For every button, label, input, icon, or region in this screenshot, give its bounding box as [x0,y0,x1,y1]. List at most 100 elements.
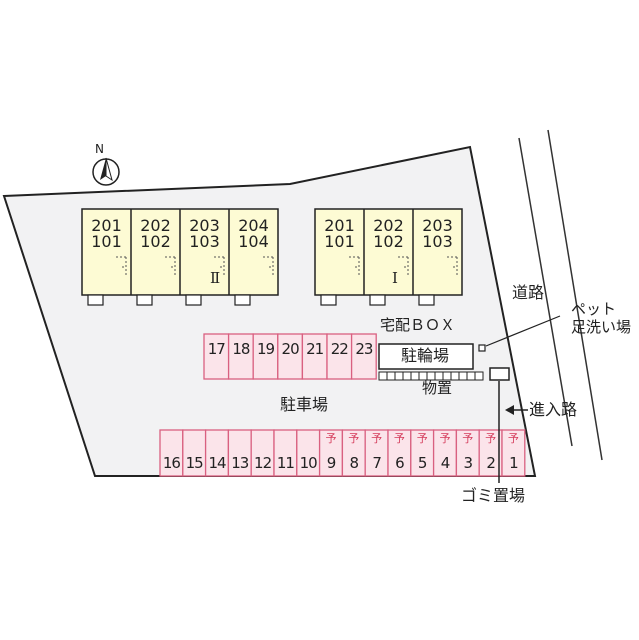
reserved-mark: 予 [439,432,451,445]
storage-unit [450,371,460,381]
unit-step [369,294,386,306]
unit-number-lower: 103 [422,232,453,251]
reserved-mark: 予 [325,432,337,445]
parking-space-number: 9 [326,454,337,472]
unit-number-lower: 101 [324,232,355,251]
unit-number-lower: 102 [140,232,171,251]
parking-space-number: 2 [486,454,496,472]
parking-space-number: 21 [306,340,324,358]
entrance-label: 進入路 [529,400,578,419]
unit-step [320,294,337,306]
delivery-box-label: 宅配ＢＯＸ [380,316,456,334]
parking-space-number: 14 [208,454,226,472]
storage-unit [458,371,468,381]
unit-number-upper: 204 [238,216,269,235]
unit-stair [398,256,409,277]
building-number: Ⅱ [210,269,221,287]
unit-step [136,294,153,306]
bicycle-parking-area [378,343,474,370]
parking-space-number: 23 [355,340,373,358]
parking-space-number: 4 [440,454,451,472]
site-lot [2,145,537,477]
storage-unit [402,371,412,381]
parking-space [326,333,353,380]
unit-number-lower: 104 [238,232,269,251]
unit-stair [116,256,127,277]
reserved-mark: 予 [371,432,383,445]
parking-space-number: 8 [349,454,360,472]
unit-stair [349,256,360,277]
unit-number-upper: 202 [373,216,404,235]
building-number: Ⅰ [392,269,398,287]
entrance-arrowhead [505,405,514,415]
parking-space [350,333,377,380]
road-line [518,137,573,447]
pet-wash-label-line1: ペット [571,300,617,318]
unit-number-upper: 201 [324,216,355,235]
reserved-mark: 予 [348,432,360,445]
unit-stair [447,256,458,277]
road-line [547,129,603,461]
parking-space-number: 20 [281,340,300,358]
parking-space-number: 22 [330,340,349,358]
parking-space-number: 6 [395,454,405,472]
unit-stair [214,256,225,277]
road-label: 道路 [512,283,545,302]
parking-space [501,429,526,477]
unit-step [87,294,104,306]
parking-label: 駐車場 [280,395,329,414]
unit-number-lower: 102 [373,232,404,251]
unit-number-lower: 103 [189,232,220,251]
reserved-mark: 予 [507,432,519,445]
garbage-area [489,367,510,381]
parking-space-number: 5 [417,454,428,472]
parking-space-number: 1 [509,454,519,472]
reserved-mark: 予 [485,432,497,445]
pet-wash-leader [485,315,561,347]
parking-space [252,333,279,380]
parking-space-number: 19 [256,340,275,358]
parking-space-number: 13 [231,454,249,472]
unit-stair [263,256,274,277]
parking-space-number: 11 [276,454,295,472]
unit-number-upper: 201 [91,216,122,235]
parking-space-number: 7 [372,454,382,472]
compass-label: N [95,142,104,156]
storage-unit [394,371,404,381]
unit-step [418,294,435,306]
parking-space-number: 3 [463,454,474,472]
storage-unit [410,371,420,381]
parking-space-number: 12 [254,454,272,472]
north-arrow-icon [92,157,120,186]
garbage-label: ゴミ置場 [461,486,526,505]
parking-space-number: 10 [299,454,318,472]
apartment-building [314,208,463,296]
parking-space [301,333,328,380]
storage-unit [466,371,476,381]
pet-wash-label-line2: 足洗い場 [571,318,632,336]
unit-number-lower: 101 [91,232,122,251]
unit-number-upper: 202 [140,216,171,235]
parking-space-number: 17 [207,340,226,358]
reserved-mark: 予 [462,432,474,445]
storage-unit [474,371,484,381]
parking-space [227,333,254,380]
unit-stair [165,256,176,277]
unit-step [185,294,202,306]
parking-space-number: 15 [185,454,204,472]
storage-label: 物置 [422,379,453,397]
unit-step [234,294,251,306]
reserved-mark: 予 [393,432,405,445]
parking-space [277,333,304,380]
parking-space-number: 18 [232,340,250,358]
reserved-mark: 予 [416,432,428,445]
pet-wash-station [478,344,486,352]
bicycle-parking-label: 駐輪場 [401,346,450,365]
unit-number-upper: 203 [422,216,453,235]
parking-space-number: 16 [162,454,181,472]
unit-number-upper: 203 [189,216,220,235]
storage-unit [386,371,396,381]
storage-unit [378,371,388,381]
